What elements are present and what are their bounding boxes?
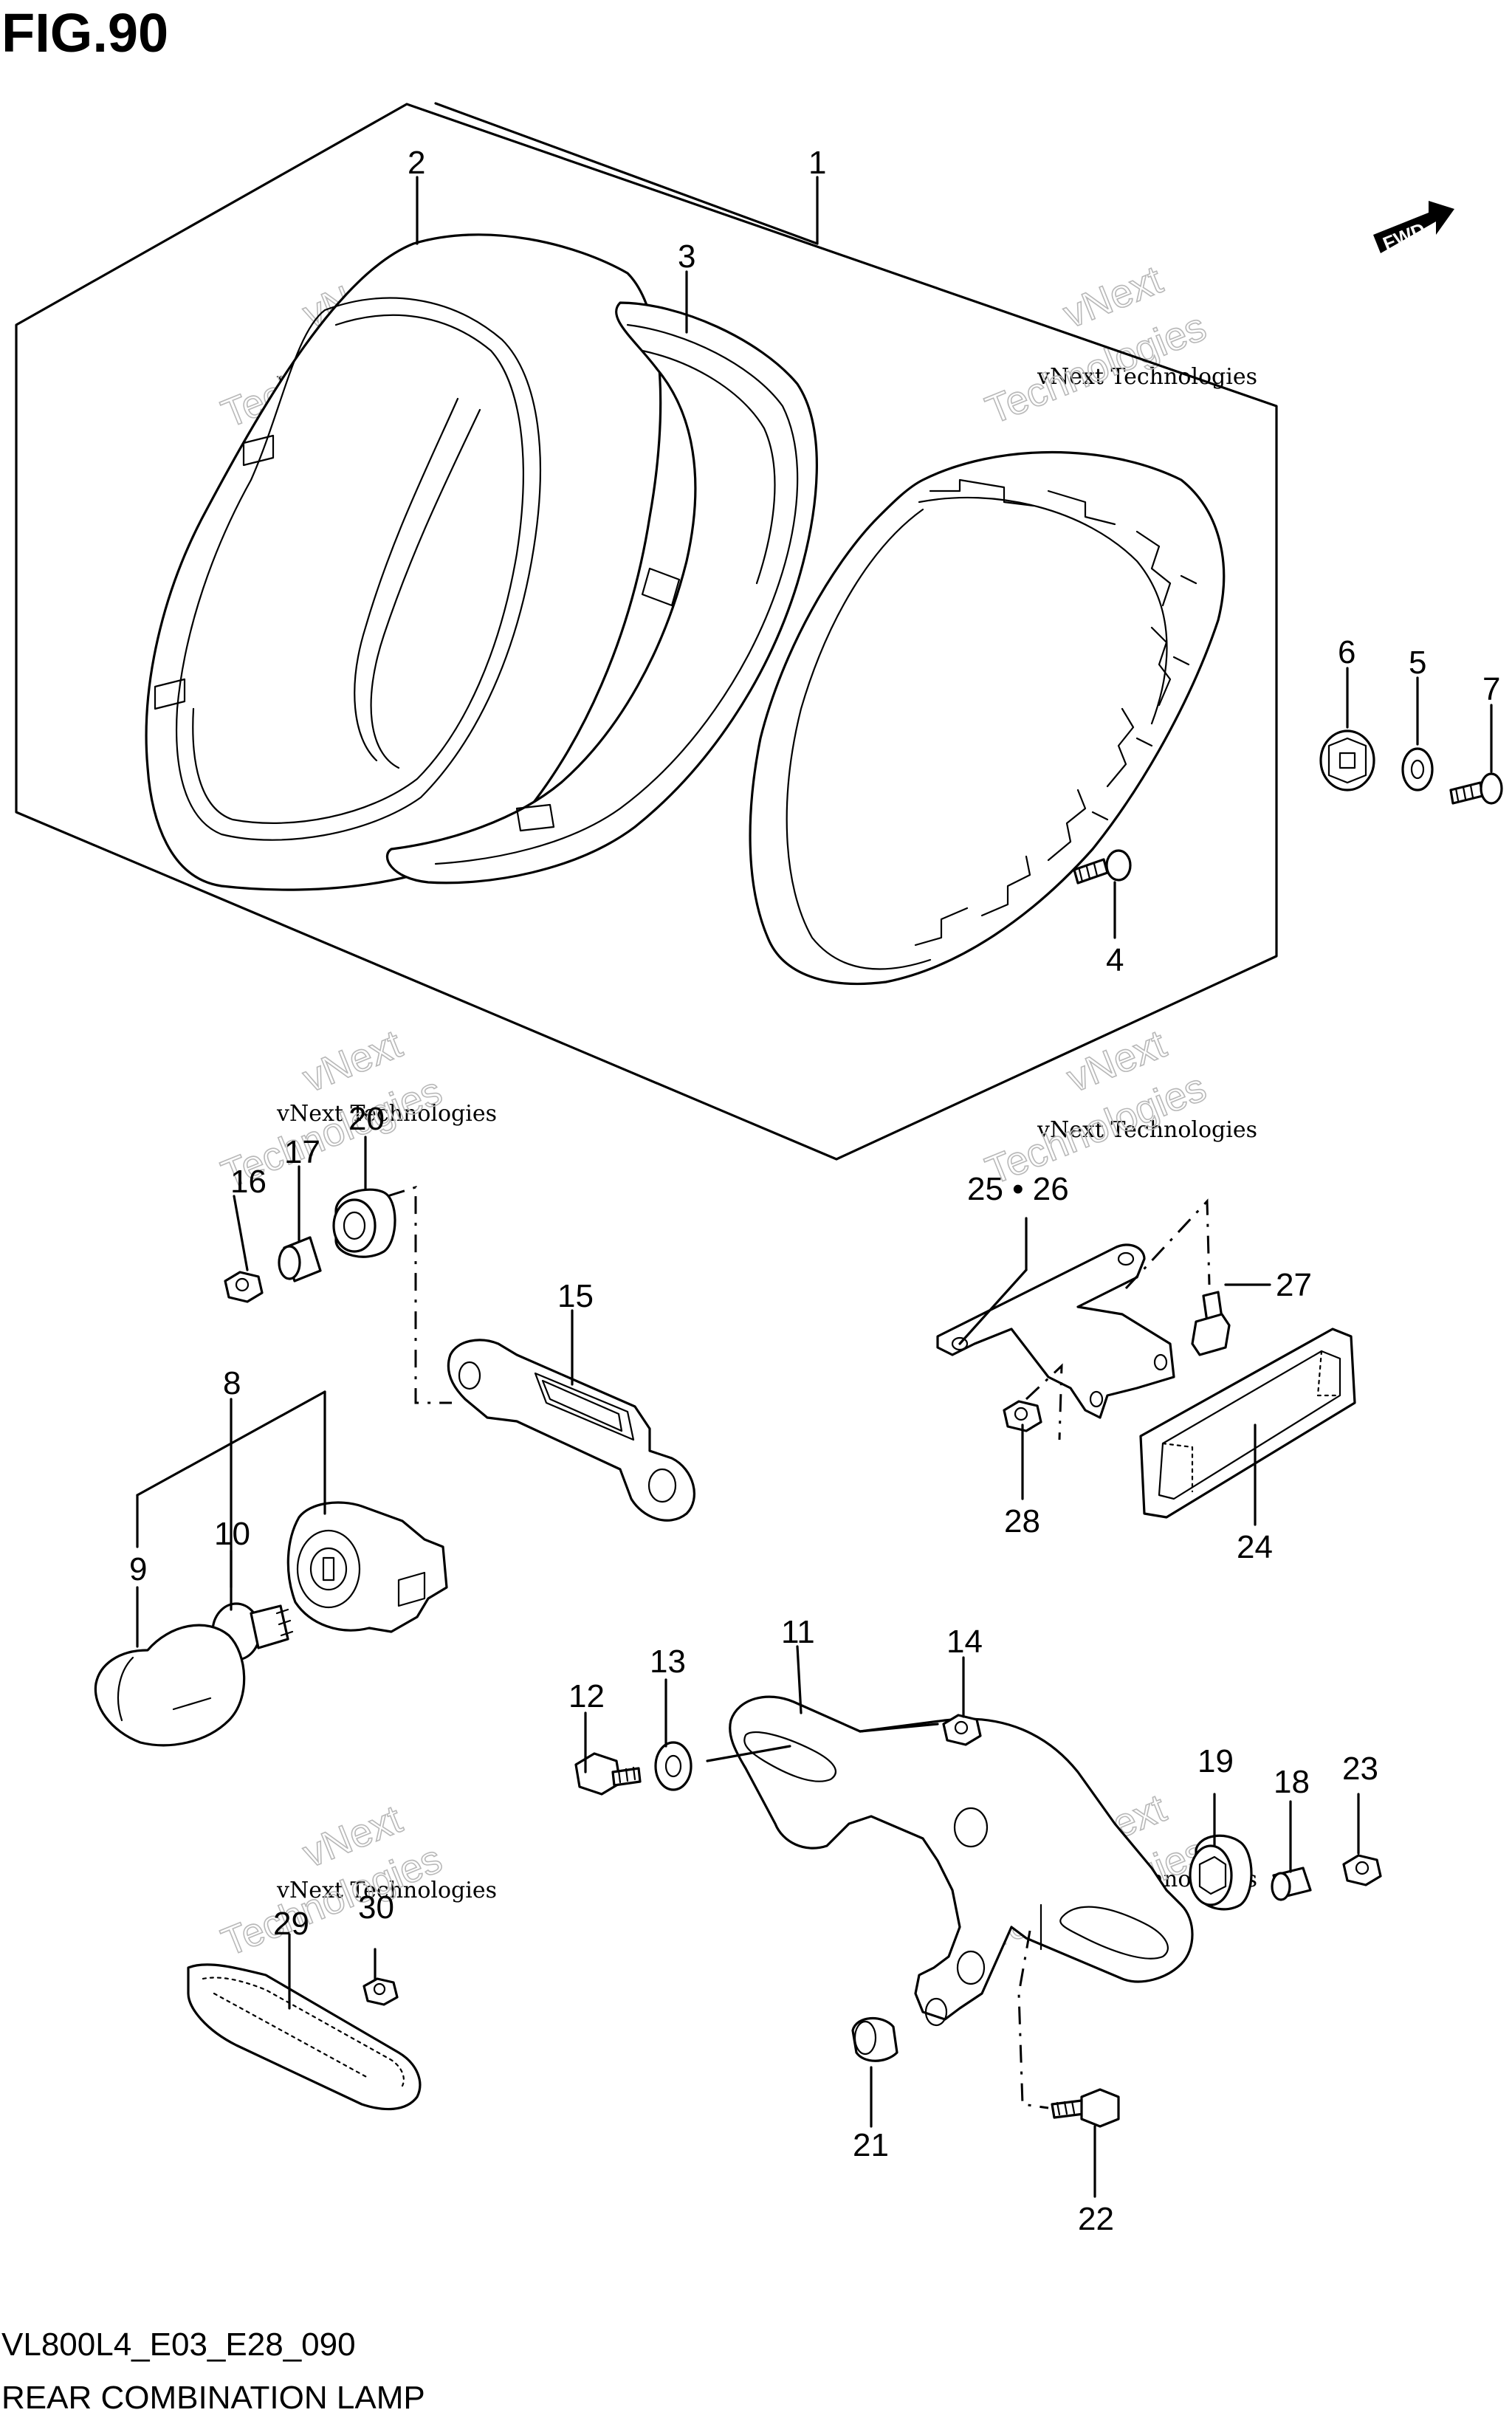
callout-25-26: 25 • 26 — [967, 1171, 1069, 1207]
figure-title: FIG.90 — [1, 2, 168, 63]
leader-dash-15 — [387, 1185, 452, 1404]
part-22-bolt — [1051, 2088, 1120, 2128]
callout-11: 11 — [781, 1614, 815, 1650]
part-6-grommet — [1319, 729, 1375, 791]
part-27-screw — [1191, 1291, 1231, 1356]
callout-14: 14 — [946, 1624, 983, 1660]
callout-22: 22 — [1078, 2201, 1114, 2237]
diagram-name: REAR COMBINATION LAMP — [1, 2380, 425, 2416]
callout-6: 6 — [1338, 634, 1355, 670]
callout-1: 1 — [808, 145, 826, 181]
watermark-top-right: vNext Technologies vNext Technologies — [979, 257, 1257, 433]
callout-19: 19 — [1197, 1743, 1234, 1779]
callout-13: 13 — [650, 1644, 686, 1680]
callout-16: 16 — [230, 1164, 267, 1200]
leader-lines — [136, 102, 1493, 2198]
leader-dash-28 — [1025, 1363, 1063, 1440]
part-9-lens — [94, 1624, 246, 1747]
callout-24: 24 — [1237, 1529, 1273, 1565]
svg-text:vNext Technologies: vNext Technologies — [276, 1101, 497, 1127]
callout-9: 9 — [129, 1551, 147, 1587]
watermark-bottom-left: vNext Technologies vNext Technologies — [215, 1796, 497, 1965]
callout-20: 20 — [348, 1101, 385, 1137]
part-25-26-bracket — [936, 1243, 1175, 1419]
part-12-bolt — [574, 1752, 642, 1796]
part-29-reflector — [187, 1963, 422, 2111]
part-20-grommet — [332, 1188, 396, 1258]
part-30-nut — [362, 1977, 399, 2006]
part-16-nut — [224, 1271, 264, 1303]
leader-13-11 — [706, 1745, 791, 1762]
fwd-arrow-icon: FWD — [1373, 201, 1454, 255]
part-13-washer — [654, 1741, 693, 1791]
svg-text:vNext Technologies: vNext Technologies — [1037, 1117, 1257, 1143]
part-18-collar — [1271, 1867, 1312, 1901]
part-24-reflector — [1139, 1328, 1356, 1519]
part-19-grommet — [1189, 1834, 1253, 1911]
callout-17: 17 — [284, 1134, 320, 1170]
callout-23: 23 — [1342, 1751, 1378, 1787]
callout-28: 28 — [1004, 1503, 1040, 1539]
part-7-screw — [1449, 772, 1503, 805]
callout-30: 30 — [358, 1889, 394, 1926]
callout-3: 3 — [678, 238, 695, 275]
callout-4: 4 — [1106, 942, 1124, 978]
leader-14-11 — [859, 1723, 939, 1733]
svg-text:vNext Technologies: vNext Technologies — [276, 1878, 497, 1903]
part-2-lens-frame — [145, 233, 662, 891]
leader-dash-27 — [1124, 1198, 1211, 1290]
part-17-collar — [278, 1236, 322, 1282]
part-23-nut — [1342, 1854, 1382, 1886]
leader-dash-22 — [1017, 1930, 1049, 2109]
watermark-mid-right: vNext Technologies vNext Technologies — [979, 1021, 1257, 1194]
callout-2: 2 — [408, 145, 425, 181]
part-15-bracket — [447, 1339, 695, 1522]
part-1-lamp-body — [749, 450, 1226, 986]
part-8-socket — [286, 1501, 448, 1633]
part-3-gasket — [385, 301, 818, 885]
part-4-screw — [1073, 849, 1132, 885]
part-5-washer — [1401, 747, 1434, 791]
assembly-boundary — [15, 103, 1278, 1161]
part-14-nut — [942, 1714, 982, 1746]
callout-18: 18 — [1274, 1764, 1310, 1800]
diagram-code: VL800L4_E03_E28_090 — [1, 2326, 356, 2363]
callout-10: 10 — [214, 1516, 250, 1552]
callout-7: 7 — [1482, 671, 1500, 707]
callout-27: 27 — [1276, 1267, 1312, 1303]
callout-12: 12 — [568, 1678, 605, 1714]
callout-29: 29 — [273, 1906, 309, 1942]
part-28-nut — [1003, 1400, 1042, 1432]
callout-21: 21 — [853, 2127, 889, 2163]
part-11-bracket — [729, 1695, 1194, 2027]
part-21-cap — [851, 2016, 898, 2062]
callout-15: 15 — [557, 1278, 594, 1314]
callout-5: 5 — [1409, 645, 1426, 681]
callout-8: 8 — [223, 1365, 241, 1401]
